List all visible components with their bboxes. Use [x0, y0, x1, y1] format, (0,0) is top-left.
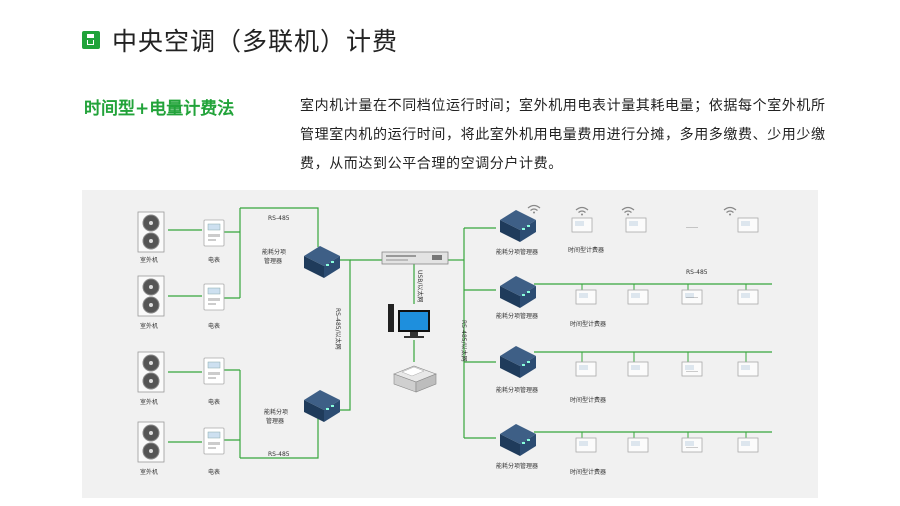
timer-label: 时间型计费器 [570, 468, 606, 476]
electric-meter [203, 427, 225, 455]
electric-meter [203, 357, 225, 385]
manager-label: 能耗分项管理器 [496, 462, 538, 470]
outdoor-unit [137, 351, 165, 393]
time-meter [737, 437, 759, 453]
outdoor-unit-label: 室外机 [140, 256, 158, 264]
time-meter [625, 217, 647, 233]
wifi-icon [723, 206, 737, 217]
rs485-label: RS-485 [268, 451, 290, 458]
electric-meter [203, 283, 225, 311]
connection-lines [168, 207, 772, 459]
electric-meter [203, 219, 225, 247]
time-meter [737, 361, 759, 377]
time-meter [627, 361, 649, 377]
link-label-left: RS-485/以太网 [334, 308, 342, 350]
wifi-icon [527, 204, 541, 215]
meter-label: 电表 [208, 256, 220, 264]
manager-label: 管理器 [264, 257, 282, 265]
time-meter [575, 289, 597, 305]
time-meter [627, 437, 649, 453]
energy-manager [500, 276, 536, 308]
usb-label: USB/以太网 [416, 270, 424, 302]
backbone-upper [338, 259, 351, 411]
energy-manager [500, 210, 536, 242]
manager-label: 能耗分项管理器 [496, 312, 538, 320]
outdoor-unit-label: 室外机 [140, 322, 158, 330]
ellipsis: …… [686, 443, 698, 450]
energy-manager [500, 424, 536, 456]
timer-label: 时间型计费器 [568, 246, 604, 254]
manager-label: 能耗分项管理器 [496, 386, 538, 394]
energy-manager [500, 346, 536, 378]
energy-manager [304, 246, 340, 278]
printer-icon [393, 365, 437, 393]
meter-label: 电表 [208, 322, 220, 330]
save-icon [82, 31, 100, 49]
time-meter [627, 289, 649, 305]
time-meter [571, 217, 593, 233]
meter-label: 电表 [208, 468, 220, 476]
timer-drops [581, 284, 747, 440]
manager-label: 能耗分项 [262, 248, 286, 256]
rs485-bus-top [240, 207, 319, 247]
rs485-bus-bottom [240, 412, 319, 459]
rs485-label: RS-485 [686, 269, 708, 276]
page-header: 中央空调（多联机）计费 [82, 22, 398, 58]
timer-label: 时间型计费器 [570, 320, 606, 328]
time-meter [737, 217, 759, 233]
outdoor-unit-label: 室外机 [140, 398, 158, 406]
page-title: 中央空调（多联机）计费 [112, 27, 399, 56]
manager-label: 能耗分项 [264, 408, 288, 416]
scheme-description: 室内机计量在不同档位运行时间；室外机用电表计量其耗电量；依据每个室外机所管理室内… [300, 98, 826, 172]
timer-label: 时间型计费器 [570, 396, 606, 404]
meter-label: 电表 [208, 398, 220, 406]
wifi-icon [575, 206, 589, 217]
time-meter [575, 361, 597, 377]
rs485-label: RS-485 [268, 215, 290, 222]
outdoor-unit [137, 421, 165, 463]
scheme-name: 时间型+电量计费法 [84, 99, 235, 119]
outdoor-unit-label: 室外机 [140, 468, 158, 476]
time-meter [737, 289, 759, 305]
server [381, 251, 449, 265]
outdoor-unit [137, 275, 165, 317]
ellipsis: …… [686, 293, 698, 300]
manager-label: 能耗分项管理器 [496, 248, 538, 256]
ellipsis: …… [686, 367, 698, 374]
system-diagram: 室外机 室外机 室外机 室外机 电表 电表 电表 电表 能耗分项 管理器 能耗分… [82, 190, 818, 498]
link-label-right: RS-485/以太网 [460, 320, 468, 362]
computer-icon [388, 304, 430, 338]
outdoor-unit [137, 211, 165, 253]
manager-label: 管理器 [266, 417, 284, 425]
time-meter [575, 437, 597, 453]
energy-manager [304, 390, 340, 422]
wifi-icon [621, 206, 635, 217]
ellipsis: …… [686, 223, 698, 230]
